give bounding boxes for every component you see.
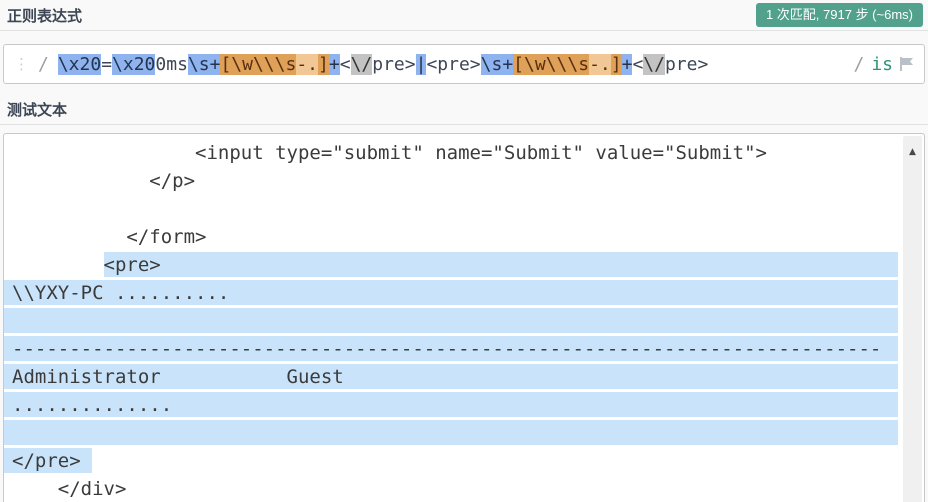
code-line-text: \\YXY-PC .......... <box>12 282 230 304</box>
regex-token: + <box>328 53 340 75</box>
regex-token: \s+ <box>480 53 514 75</box>
regex-token: ] <box>318 53 329 75</box>
regex-token: [ <box>513 53 524 75</box>
regex-token: < <box>632 53 644 75</box>
regex-close-delimiter: / <box>853 53 865 75</box>
code-line-text: </pre> <box>12 450 81 472</box>
test-text-editor[interactable]: <input type="submit" name="Submit" value… <box>3 133 925 502</box>
code-line-text: .............. <box>12 394 173 416</box>
code-line: </p> <box>12 167 898 195</box>
test-text-content[interactable]: <input type="submit" name="Submit" value… <box>4 134 898 502</box>
regex-token: \s <box>567 53 590 75</box>
regex-token: \w <box>524 53 546 75</box>
match-highlight <box>4 308 898 333</box>
match-highlight <box>4 336 898 361</box>
code-line-text: </form> <box>12 226 207 248</box>
code-line: <input type="submit" name="Submit" value… <box>12 139 898 167</box>
code-line: </form> <box>12 223 898 251</box>
code-line <box>12 195 898 223</box>
regex-token: [ <box>220 53 232 75</box>
code-line-text: </p> <box>12 170 196 192</box>
regex-token: \s <box>274 53 297 75</box>
regex-token: \x20 <box>112 53 156 75</box>
regex-token: = <box>101 53 113 75</box>
code-line: .............. <box>4 391 898 419</box>
regex-section-header: 正则表达式 1 次匹配, 7917 步 (~6ms) <box>0 0 928 31</box>
match-highlight <box>4 364 898 389</box>
match-highlight <box>4 280 898 305</box>
test-text-section-header: 测试文本 <box>0 95 928 125</box>
regex-token: \x20 <box>57 53 102 75</box>
regex-token: \s+ <box>187 53 221 75</box>
code-line <box>4 307 898 335</box>
code-line <box>4 419 898 447</box>
regex-input[interactable]: ⋮ / \x20=\x200ms\s+[\w\\\s-.]+<\/pre>|<p… <box>3 44 925 84</box>
regex-token: pre> <box>664 53 709 75</box>
match-highlight <box>4 448 93 473</box>
code-line: <pre> <box>12 251 898 279</box>
regex-token: \/ <box>350 53 373 75</box>
regex-token: \/ <box>643 53 665 75</box>
match-highlight <box>4 392 898 417</box>
regex-token: ] <box>610 53 622 75</box>
regex-flags[interactable]: is <box>871 54 914 75</box>
code-line-text: <pre> <box>12 254 161 276</box>
regex-token: 0ms <box>155 53 188 75</box>
test-text-section-title: 测试文本 <box>7 102 68 119</box>
scrollbar[interactable]: ▲ <box>903 136 922 502</box>
regex-token: | <box>415 53 427 75</box>
regex-token: pre> <box>372 53 416 75</box>
code-line: </div> <box>12 475 898 502</box>
code-line: Administrator Guest <box>4 363 898 391</box>
regex-token: \w <box>231 53 253 75</box>
regex-token: \\ <box>545 53 568 75</box>
code-line: </pre> <box>4 447 898 475</box>
regex-section-title: 正则表达式 <box>7 7 83 25</box>
code-line: ----------------------------------------… <box>4 335 898 363</box>
drag-handle-icon[interactable]: ⋮ <box>14 55 29 73</box>
match-highlight <box>103 252 898 277</box>
regex-pattern[interactable]: \x20=\x200ms\s+[\w\\\s-.]+<\/pre>|<pre>\… <box>57 53 845 75</box>
regex-open-delimiter: / <box>38 53 49 75</box>
code-line-text: Administrator Guest <box>12 366 344 388</box>
scroll-up-arrow-icon[interactable]: ▲ <box>909 147 916 157</box>
flag-icon <box>900 57 913 71</box>
regex-token: + <box>621 53 633 75</box>
regex-token: -. <box>589 53 611 75</box>
code-line-text: </div> <box>12 478 127 500</box>
match-highlight <box>4 420 898 445</box>
code-line-text: <input type="submit" name="Submit" value… <box>12 142 767 164</box>
match-count-badge[interactable]: 1 次匹配, 7917 步 (~6ms) <box>755 3 923 27</box>
code-line-text: ----------------------------------------… <box>12 338 882 360</box>
regex-flags-value: is <box>871 53 893 75</box>
regex-token: \\ <box>252 53 275 75</box>
regex-token: < <box>339 53 351 75</box>
code-line: \\YXY-PC .......... <box>4 279 898 307</box>
regex-token: <pre> <box>426 53 481 75</box>
regex-token: -. <box>296 53 319 75</box>
